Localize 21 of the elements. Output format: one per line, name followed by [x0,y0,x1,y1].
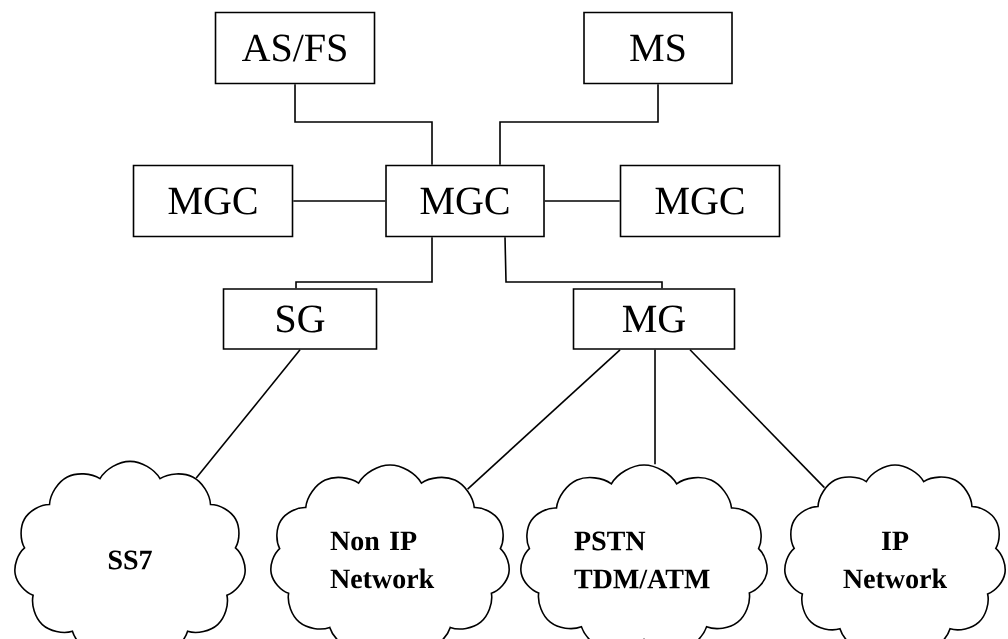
network-cloud: IP Network [784,464,1006,639]
network-cloud: Non IP Network [270,464,510,639]
process-box: MG [572,288,736,350]
process-box: AS/FS [214,11,376,85]
process-box: MGC [132,164,294,238]
connector-line [689,349,826,489]
connector-line [295,236,433,289]
process-box: MS [583,11,733,85]
connector-line [654,349,656,465]
process-box: SG [222,288,378,350]
connector-line [544,200,621,202]
network-cloud: SS7 [14,460,246,639]
connector-line [466,349,621,490]
process-box: MGC [619,164,781,238]
connector-line [292,200,386,202]
network-cloud: PSTN TDM/ATM [520,464,768,639]
connector-line [195,349,301,479]
connector-line [499,83,659,166]
process-box: MGC [385,164,545,238]
connector-line [294,83,433,166]
connector-line [504,236,663,289]
